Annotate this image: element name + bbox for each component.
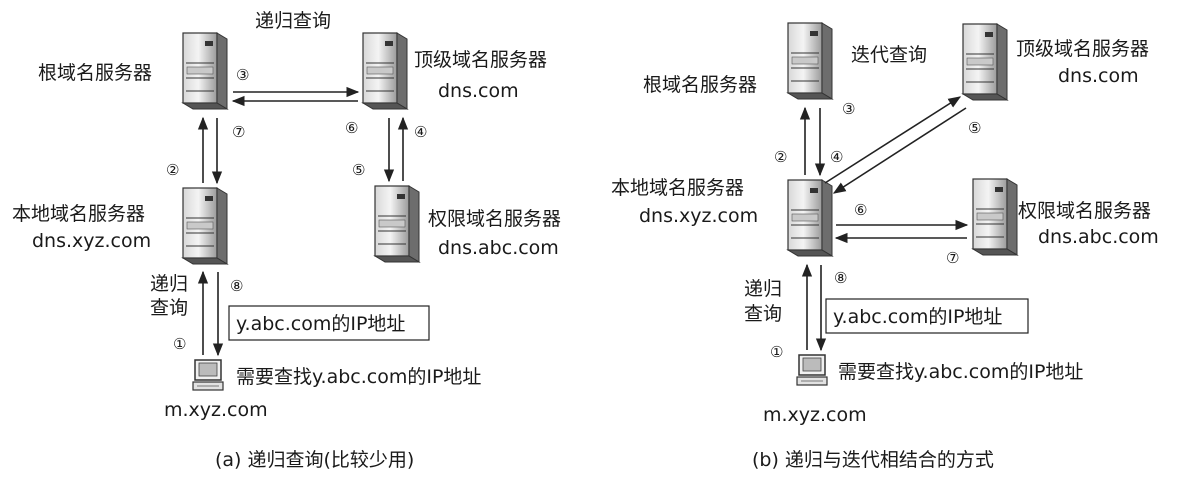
root-server-icon: [787, 22, 833, 100]
step-b-2: ②: [774, 148, 787, 166]
step-a-1: ①: [173, 335, 186, 353]
step-b-6: ⑥: [854, 201, 867, 219]
auth-server-label: 权限域名服务器: [428, 208, 561, 230]
diagram-b: 根域名服务器 迭代查询 顶级域名服务器 dns.com 本地域名服务器 dns.…: [611, 22, 1159, 471]
step-b-5: ⑤: [968, 119, 981, 137]
client-query-text: 需要查找y.abc.com的IP地址: [236, 366, 481, 388]
step-a-8: ⑧: [230, 277, 243, 295]
diagram-a-title: 递归查询: [255, 10, 331, 32]
diagram-a-caption: (a) 递归查询(比较少用): [215, 449, 414, 471]
root-server-icon: [182, 32, 228, 110]
tld-server-icon: [362, 32, 408, 110]
tld-server-host: dns.com: [438, 80, 519, 102]
local-server-icon: [787, 179, 833, 257]
local-server-label: 本地域名服务器: [611, 177, 744, 199]
step-b-8: ⑧: [834, 269, 847, 287]
recursive-label-line1: 递归: [744, 278, 782, 300]
auth-server-label: 权限域名服务器: [1018, 200, 1151, 222]
step-a-5: ⑤: [352, 161, 365, 179]
step-a-3: ③: [236, 66, 249, 84]
root-server-label: 根域名服务器: [38, 62, 152, 84]
step-a-7: ⑦: [232, 123, 245, 141]
auth-server-icon: [972, 178, 1018, 256]
client-pc-icon: [192, 359, 224, 391]
tld-server-host: dns.com: [1058, 65, 1139, 87]
step-b-3: ③: [842, 100, 855, 118]
client-query-text: 需要查找y.abc.com的IP地址: [838, 361, 1083, 383]
diagram-b-title: 迭代查询: [851, 44, 927, 66]
diagram-b-caption: (b) 递归与迭代相结合的方式: [752, 449, 994, 471]
tld-server-label: 顶级域名服务器: [414, 49, 547, 71]
local-server-icon: [182, 187, 228, 265]
step-a-4: ④: [414, 123, 427, 141]
diagram-a: 递归查询 根域名服务器 顶级域名服务器 dns.com 本地域名服务器 dns.…: [12, 10, 561, 471]
client-host: m.xyz.com: [164, 399, 268, 421]
arrow-b-5: [832, 107, 967, 194]
answer-box: [228, 305, 430, 341]
recursive-label-line2: 查询: [744, 303, 782, 325]
answer-box: [825, 298, 1029, 334]
step-a-2: ②: [166, 161, 179, 179]
tld-server-icon: [962, 23, 1008, 101]
auth-server-icon: [374, 185, 420, 263]
client-host: m.xyz.com: [763, 404, 867, 426]
local-server-label: 本地域名服务器: [12, 203, 145, 225]
answer-box-text: y.abc.com的IP地址: [236, 313, 405, 335]
step-b-1: ①: [770, 343, 783, 361]
local-server-host: dns.xyz.com: [639, 205, 758, 227]
step-b-7: ⑦: [946, 249, 959, 267]
root-server-label: 根域名服务器: [643, 74, 757, 96]
step-a-6: ⑥: [345, 119, 358, 137]
answer-box-text: y.abc.com的IP地址: [833, 306, 1002, 328]
tld-server-label: 顶级域名服务器: [1016, 38, 1149, 60]
step-b-4: ④: [830, 148, 843, 166]
auth-server-host: dns.abc.com: [1038, 226, 1159, 248]
recursive-label-line1: 递归: [150, 273, 188, 295]
recursive-label-line2: 查询: [150, 297, 188, 319]
auth-server-host: dns.abc.com: [438, 237, 559, 259]
arrow-b-4: [824, 96, 962, 184]
client-pc-icon: [796, 354, 828, 386]
local-server-host: dns.xyz.com: [32, 230, 151, 252]
